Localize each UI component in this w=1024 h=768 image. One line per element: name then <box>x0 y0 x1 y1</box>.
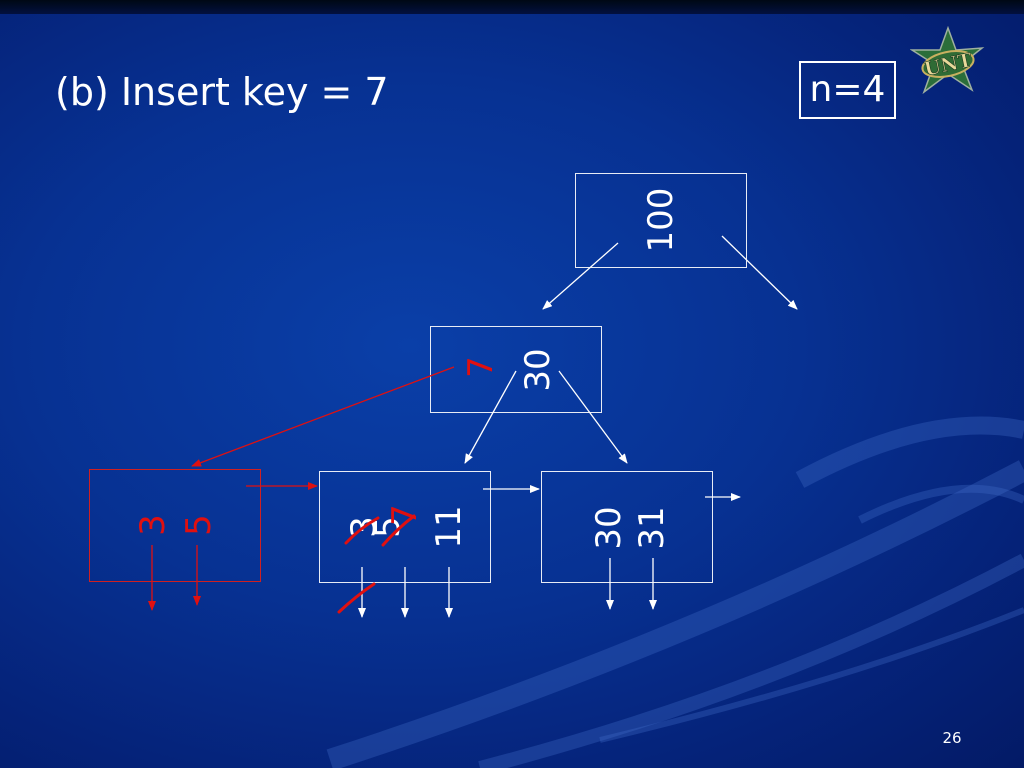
unt-logo: UNT <box>910 26 985 95</box>
top-bar <box>0 0 1024 14</box>
root-left-pointer <box>542 242 619 310</box>
internal-new-pointer <box>191 366 455 467</box>
internal-node <box>430 326 602 413</box>
page-number: 26 <box>942 729 962 747</box>
root-right-pointer <box>721 235 798 310</box>
root-node <box>575 173 747 268</box>
strike-mark <box>337 582 376 614</box>
leaf-node-2 <box>541 471 713 583</box>
strike-mark <box>381 514 416 547</box>
order-label: n=4 <box>809 69 886 110</box>
internal-middle-pointer <box>464 370 517 464</box>
slide-title: (b) Insert key = 7 <box>55 70 389 114</box>
order-label-box: n=4 <box>799 61 896 119</box>
strike-mark <box>344 516 380 545</box>
new-leaf-node <box>89 469 261 582</box>
internal-right-pointer <box>558 370 628 464</box>
